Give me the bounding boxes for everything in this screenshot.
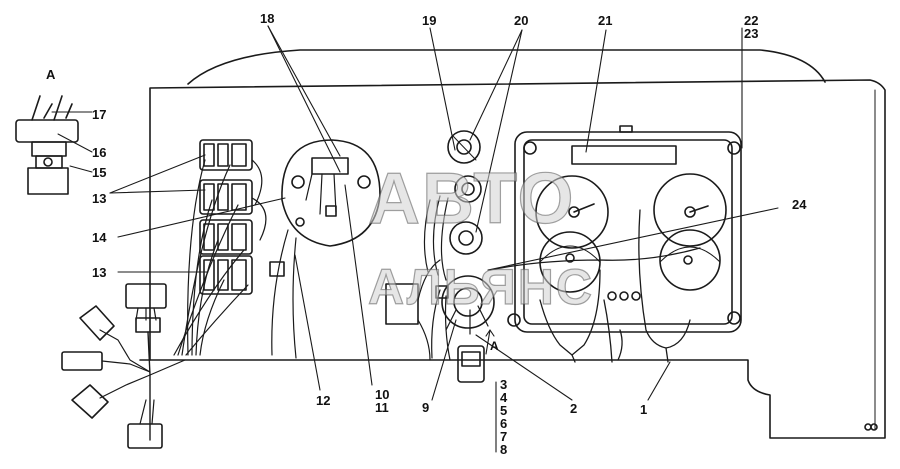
callout-13-lower: 13 — [92, 265, 107, 280]
callout-2: 2 — [570, 401, 578, 416]
callout-11: 11 — [375, 400, 389, 415]
callout-6: 6 — [500, 416, 508, 431]
center-gauges — [385, 130, 701, 383]
callout-13-upper: 13 — [92, 191, 107, 206]
callout-18: 18 — [260, 11, 275, 26]
callout-19: 19 — [422, 13, 437, 28]
callout-10: 10 — [375, 387, 390, 402]
callout-17: 17 — [92, 107, 107, 122]
indicator-unit — [269, 139, 381, 359]
left-harness-connectors — [61, 283, 186, 449]
callout-12: 12 — [316, 393, 331, 408]
callout-15: 15 — [92, 165, 107, 180]
callout-3: 3 — [500, 377, 508, 392]
leader-lines — [109, 25, 779, 453]
lower-harness — [539, 209, 691, 363]
callout-23: 23 — [744, 26, 759, 41]
watermark-line2: АЛЬЯНС — [367, 258, 594, 315]
panel-outline — [139, 49, 886, 439]
callout-1: 1 — [640, 402, 648, 417]
callout-16: 16 — [92, 145, 107, 160]
callout-21: 21 — [598, 13, 613, 28]
callout-5: 5 — [500, 403, 508, 418]
view-a-label: A — [46, 67, 56, 82]
instrument-cluster — [507, 125, 742, 333]
callout-14: 14 — [92, 230, 107, 245]
callout-9: 9 — [422, 400, 430, 415]
callout-4: 4 — [500, 390, 508, 405]
relay-wire-bundle — [173, 159, 267, 356]
callout-20: 20 — [514, 13, 529, 28]
callout-8: 8 — [500, 442, 508, 457]
callout-7: 7 — [500, 429, 508, 444]
watermark-line1: АВТО — [367, 158, 576, 239]
arrow-a-label: A — [490, 339, 499, 353]
callout-22: 22 — [744, 13, 759, 28]
view-a-switch — [15, 95, 93, 195]
callout-24: 24 — [792, 197, 807, 212]
